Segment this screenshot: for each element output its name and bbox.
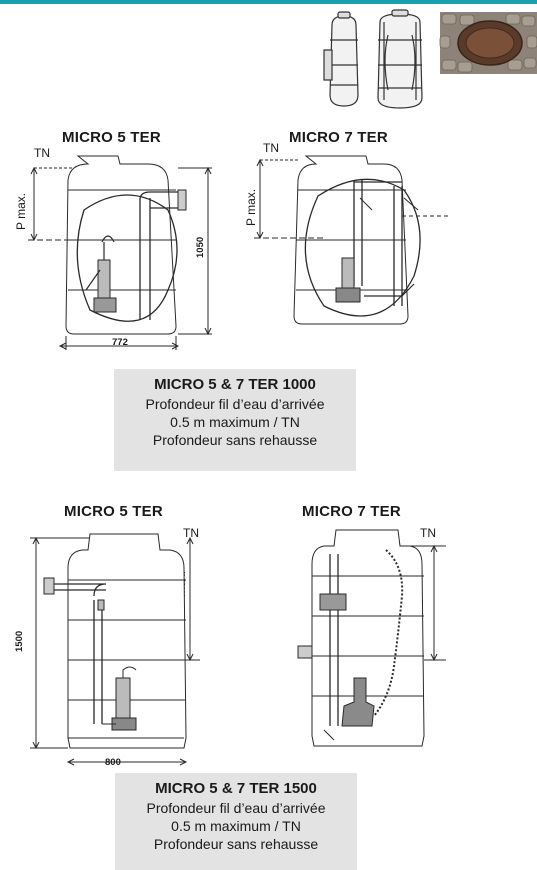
tn-label-1500-left: TN [183, 526, 199, 540]
micro-5-ter-1000-drawing [28, 150, 218, 360]
manhole-cover-photo [440, 12, 537, 74]
micro-7-ter-1500-title: MICRO 7 TER [302, 503, 401, 520]
tn-label-1000-right: TN [263, 141, 279, 155]
info-box-1500-line-1: Profondeur fil d’eau d’arrivée [146, 800, 326, 816]
info-box-1000-line-3: Profondeur sans rehausse [152, 432, 318, 448]
pmax-label-1000-left: P max. [14, 192, 28, 230]
info-box-1000-line-2: 0.5 m maximum / TN [170, 414, 300, 430]
micro-7-ter-1000-drawing [254, 146, 454, 346]
tn-label-1000-left: TN [34, 146, 50, 160]
micro-7-ter-1000-title: MICRO 7 TER [289, 129, 388, 146]
info-box-1500: MICRO 5 & 7 TER 1500 Profondeur fil d’ea… [115, 773, 357, 870]
micro-5-ter-1500-title: MICRO 5 TER [64, 503, 163, 520]
width-dimension-772: 772 [112, 337, 128, 348]
micro-7-ter-1500-drawing [294, 526, 454, 756]
info-box-1500-heading: MICRO 5 & 7 TER 1500 [155, 780, 317, 797]
micro-5-ter-1500-drawing [24, 528, 204, 768]
tn-label-1500-right: TN [420, 526, 436, 540]
info-box-1500-line-2: 0.5 m maximum / TN [171, 818, 301, 834]
info-box-1000-line-1: Profondeur fil d’eau d’arrivée [145, 396, 325, 412]
product-thumbnail-tanks [322, 10, 432, 110]
header-accent-rule [0, 0, 537, 4]
info-box-1000: MICRO 5 & 7 TER 1000 Profondeur fil d’ea… [114, 369, 356, 471]
info-box-1500-line-3: Profondeur sans rehausse [153, 836, 319, 852]
info-box-1000-heading: MICRO 5 & 7 TER 1000 [154, 376, 316, 393]
micro-5-ter-1000-title: MICRO 5 TER [62, 129, 161, 146]
